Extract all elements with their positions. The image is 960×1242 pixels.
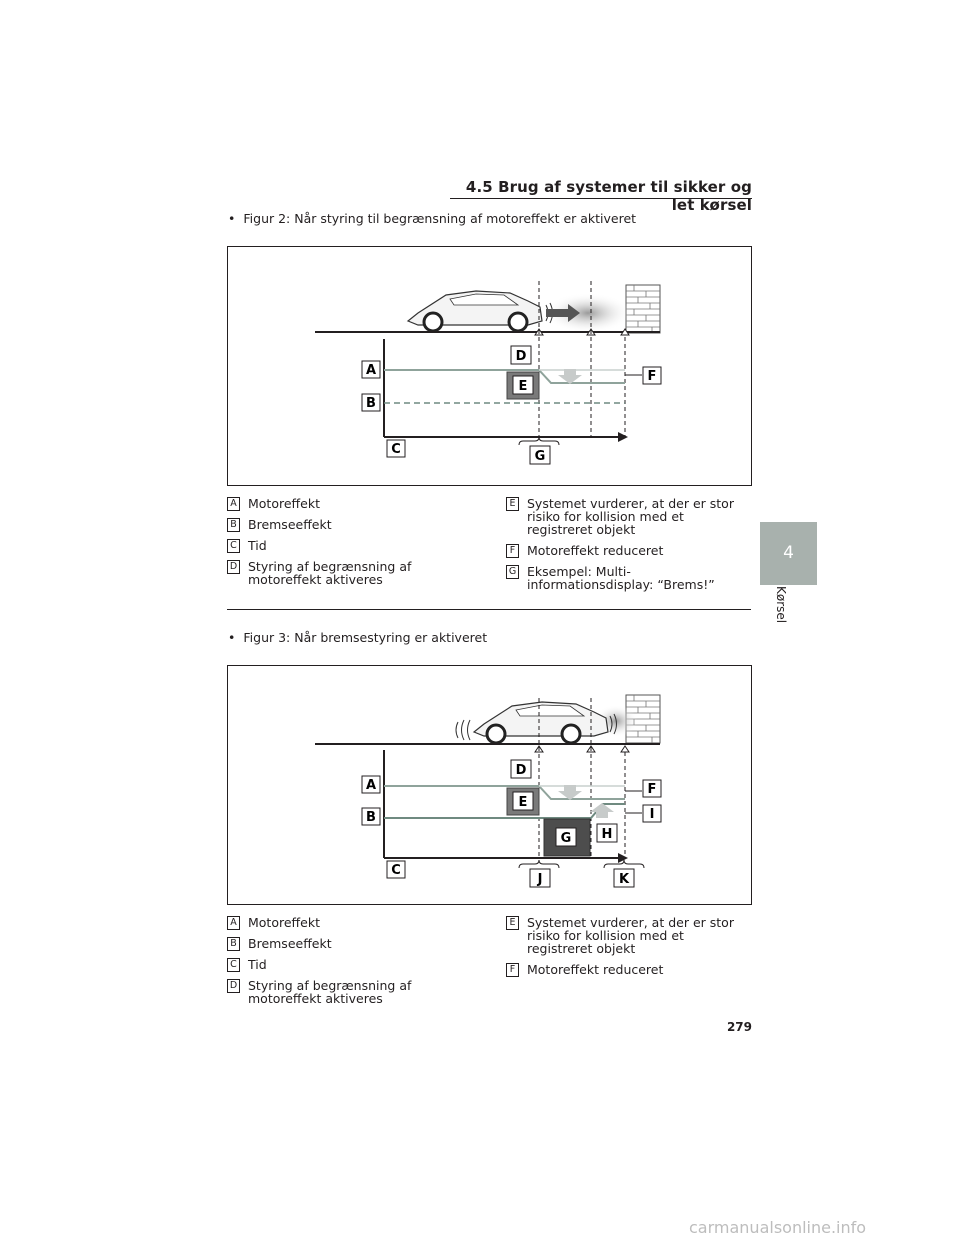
chapter-label: Kørsel — [774, 586, 788, 624]
section-separator — [227, 609, 751, 610]
label-G: G — [555, 827, 577, 847]
svg-text:A: A — [366, 778, 376, 793]
fig3-diagram: A B C D E F I G H J K — [315, 694, 662, 888]
label-C: C — [386, 860, 406, 879]
section-title: 4.5 Brug af systemer til sikker og let k… — [465, 178, 752, 214]
svg-text:J: J — [537, 872, 543, 887]
svg-text:B: B — [366, 810, 376, 825]
brace-K — [603, 859, 645, 869]
label-B: B — [361, 807, 381, 826]
svg-text:B: B — [366, 396, 376, 411]
label-B: B — [361, 393, 381, 412]
fig3-caption-text: Figur 3: Når bremsestyring er aktiveret — [243, 630, 488, 645]
power-line — [384, 369, 625, 384]
label-C: C — [386, 439, 406, 458]
label-A: A — [361, 360, 381, 379]
brake-line — [384, 803, 625, 819]
svg-text:D: D — [516, 763, 527, 778]
brick-wall-icon — [625, 694, 661, 744]
svg-text:F: F — [648, 782, 657, 797]
reduce-arrow-icon — [558, 369, 582, 384]
svg-text:F: F — [648, 369, 657, 384]
svg-text:K: K — [619, 872, 630, 887]
brake-box — [543, 818, 591, 857]
label-H: H — [596, 823, 618, 843]
label-D: D — [510, 345, 532, 365]
fig2-diagram: A B C D E F G — [315, 281, 662, 465]
svg-text:G: G — [535, 449, 546, 464]
increase-arrow-icon — [590, 803, 614, 818]
svg-text:H: H — [602, 827, 613, 842]
fig2-caption: • Figur 2: Når styring til begrænsning af… — [228, 211, 636, 226]
brace-G — [518, 436, 560, 446]
label-G: G — [529, 445, 551, 465]
chapter-tab: 4 — [760, 522, 817, 585]
brake-lines-icon — [455, 719, 471, 741]
label-J: J — [529, 868, 551, 888]
radar-cloud — [544, 293, 632, 333]
power-line — [384, 785, 625, 800]
svg-text:C: C — [391, 863, 401, 878]
svg-text:E: E — [519, 795, 528, 810]
figure-2: A B C D E F G — [227, 246, 752, 486]
label-A: A — [361, 775, 381, 794]
page-number: 279 — [726, 1020, 752, 1034]
svg-text:C: C — [391, 442, 401, 457]
svg-text:G: G — [561, 831, 572, 846]
label-K: K — [613, 868, 635, 888]
footer-watermark: carmanualsonline.info — [689, 1218, 867, 1237]
reduce-arrow-icon — [558, 785, 582, 800]
time-axis-arrow — [618, 432, 628, 442]
svg-text:A: A — [366, 363, 376, 378]
label-I: I — [642, 804, 662, 823]
time-axis-arrow — [618, 853, 628, 863]
svg-text:I: I — [650, 807, 655, 822]
fig2-caption-text: Figur 2: Når styring til begrænsning af … — [243, 211, 637, 226]
forward-arrow-icon — [546, 304, 580, 322]
car-icon — [472, 701, 617, 745]
marker-triangle — [534, 745, 630, 753]
label-F: F — [642, 779, 662, 798]
label-E: E — [512, 375, 534, 395]
svg-text:E: E — [519, 379, 528, 394]
bullet-dot: • — [228, 630, 236, 645]
brick-wall-icon — [625, 284, 661, 334]
figure-3: A B C D E F I G H J K — [227, 665, 752, 905]
fig3-caption: • Figur 3: Når bremsestyring er aktiveret — [228, 630, 487, 645]
bullet-dot: • — [228, 211, 236, 226]
header-rule — [450, 198, 752, 199]
marker-triangle — [534, 328, 630, 336]
svg-text:D: D — [516, 349, 527, 364]
label-F: F — [642, 366, 662, 385]
car-icon — [406, 290, 553, 333]
brace-J — [518, 859, 560, 869]
label-D: D — [510, 759, 532, 779]
label-E: E — [512, 791, 534, 811]
